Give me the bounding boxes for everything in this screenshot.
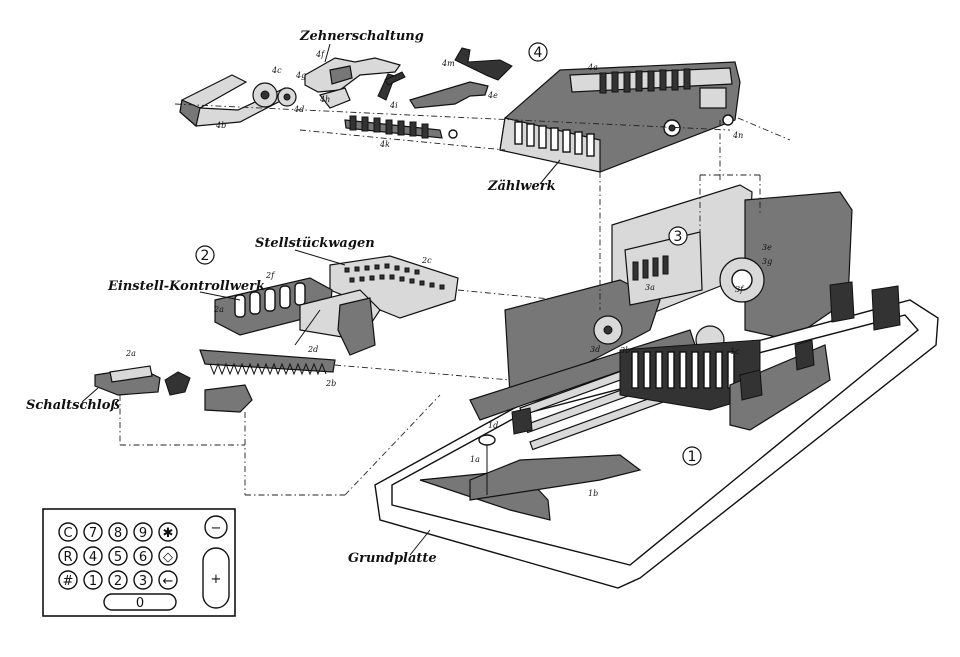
key-back-arrow: ← [158, 570, 178, 590]
part-label-2c: 2c [421, 256, 432, 265]
svg-text:5: 5 [114, 550, 122, 565]
part-label-1c: 1c [730, 347, 740, 356]
part-label-4c: 4c [271, 66, 282, 75]
svg-text:7: 7 [89, 526, 97, 541]
label-zehnerschaltung: Zehnerschaltung [299, 29, 424, 44]
part-label-4d: 4d [293, 105, 304, 114]
key-9: 9 [133, 522, 153, 542]
svg-text:3: 3 [674, 229, 683, 245]
group-number-4: 4 [528, 42, 548, 62]
svg-text:4: 4 [89, 550, 97, 565]
label-grundplatte: Grundplatte [348, 551, 437, 566]
label-schaltschloss: Schaltschloß [26, 398, 120, 413]
key-6: 6 [133, 546, 153, 566]
part-label-4g: 4g [295, 71, 306, 80]
part-label-2f: 2f [265, 271, 276, 280]
part-label-3f: 3f [735, 285, 745, 294]
label-einstell-kontrollwerk: Einstell-Kontrollwerk [107, 279, 265, 294]
part-label-3b: 3b [620, 346, 630, 355]
svg-text:1: 1 [89, 574, 97, 589]
group-3-frame [504, 120, 853, 396]
svg-text:2: 2 [201, 248, 210, 264]
part-label-2a-lower: 2a [125, 349, 136, 358]
label-stellstueckwagen: Stellstückwagen [255, 236, 375, 251]
key-3: 3 [133, 570, 153, 590]
key-5: 5 [108, 546, 128, 566]
svg-text:8: 8 [114, 526, 122, 541]
key-plus: + [202, 547, 230, 609]
key-2: 2 [108, 570, 128, 590]
key-4: 4 [83, 546, 103, 566]
part-label-4a: 4a [587, 63, 598, 72]
group-number-1: 1 [682, 446, 702, 466]
group-number-2: 2 [195, 245, 215, 265]
key-hash: # [58, 570, 78, 590]
part-label-3a: 3a [645, 283, 655, 292]
svg-text:#: # [63, 574, 74, 589]
key-r: R [58, 546, 78, 566]
part-label-2d: 2d [307, 345, 318, 354]
svg-text:◇: ◇ [163, 550, 173, 565]
part-label-4m: 4m [441, 59, 455, 68]
key-c: C [58, 522, 78, 542]
svg-text:4: 4 [534, 45, 543, 61]
key-8: 8 [108, 522, 128, 542]
part-label-4i: 4i [389, 101, 398, 110]
key-7: 7 [83, 522, 103, 542]
key-star: ✱ [158, 522, 178, 542]
svg-text:R: R [63, 550, 72, 565]
svg-text:6: 6 [139, 550, 147, 565]
part-label-1d: 1d [488, 421, 498, 430]
svg-text:2: 2 [114, 574, 122, 589]
svg-text:9: 9 [139, 526, 147, 541]
key-minus: − [204, 515, 228, 539]
svg-text:C: C [63, 526, 72, 541]
part-label-4b: 4b [215, 121, 226, 130]
group-2-carriage [94, 255, 561, 496]
part-label-2a: 2a [213, 305, 224, 314]
part-label-4e: 4e [487, 91, 498, 100]
svg-text:3: 3 [139, 574, 147, 589]
svg-text:✱: ✱ [163, 526, 174, 541]
part-label-1a: 1a [470, 455, 480, 464]
part-label-3e: 3e [762, 243, 772, 252]
part-label-4h: 4h [319, 95, 330, 104]
part-label-2b: 2b [325, 379, 336, 388]
group-4-tens-carry [174, 47, 791, 173]
keypad-inset: C 7 8 9 ✱ R 4 5 6 ◇ # 1 2 3 ← 0 − + [42, 508, 236, 617]
group-number-3: 3 [668, 226, 688, 246]
part-label-4n: 4n [732, 131, 743, 140]
key-0: 0 [103, 593, 177, 611]
key-diamond: ◇ [158, 546, 178, 566]
part-label-4k: 4k [379, 140, 390, 149]
part-label-4f: 4f [315, 50, 326, 59]
svg-text:1: 1 [688, 449, 697, 465]
part-label-3g: 3g [762, 257, 772, 266]
part-label-3d: 3d [590, 345, 600, 354]
svg-text:−: − [211, 521, 222, 536]
svg-text:0: 0 [136, 596, 144, 611]
svg-text:←: ← [163, 574, 174, 589]
part-label-1b: 1b [588, 489, 598, 498]
svg-text:+: + [211, 572, 222, 587]
label-zaehlwerk: Zählwerk [487, 179, 556, 194]
group-1-base [374, 281, 939, 589]
key-1: 1 [83, 570, 103, 590]
